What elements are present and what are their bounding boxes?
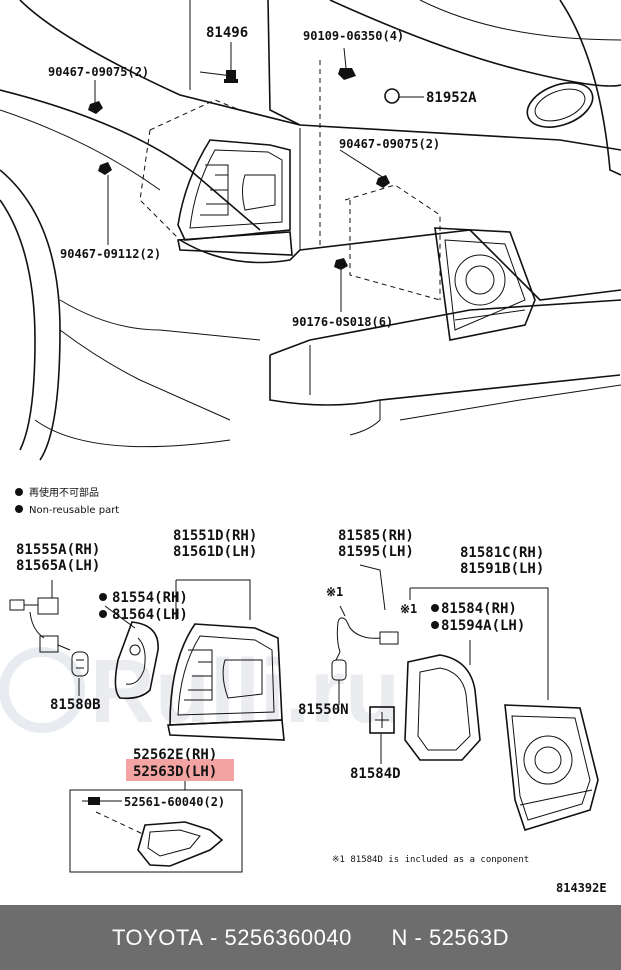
label-81496: 81496 xyxy=(206,25,248,41)
footer-separator: - xyxy=(203,924,225,950)
bolt-icon xyxy=(338,68,356,80)
svg-text:Rulli.ru: Rulli.ru xyxy=(90,642,400,742)
label-81561D: 81561D(LH) xyxy=(173,544,257,560)
label-90467-09075-b: 90467-09075(2) xyxy=(339,137,440,151)
vehicle-rear-illustration xyxy=(0,0,621,461)
parts-diagram: Rulli.ru xyxy=(0,0,621,895)
footer-part-number: 5256360040 xyxy=(224,924,352,950)
footer-brand: TOYOTA xyxy=(111,924,204,950)
footer-n-label: N xyxy=(391,924,408,950)
nut-icon xyxy=(376,175,390,188)
label-81584: 81584(RH) xyxy=(441,601,517,617)
label-81585: 81585(RH) xyxy=(338,528,414,544)
diagram-id: 814392E xyxy=(556,881,607,895)
nut-icon xyxy=(334,258,348,270)
label-81952A: 81952A xyxy=(426,90,477,106)
target-part-highlight xyxy=(126,759,234,781)
footer-n-value: 52563D xyxy=(428,924,510,950)
label-81584D: 81584D xyxy=(350,766,401,782)
label-81591B: 81591B(LH) xyxy=(460,561,544,577)
label-52563D: 52563D(LH) xyxy=(133,764,217,780)
label-81594A: 81594A(LH) xyxy=(441,618,525,634)
legend-jp: 再使用不可部品 xyxy=(29,486,99,499)
label-note-mark-a: ※1 xyxy=(326,585,343,599)
exploded-parts xyxy=(9,564,599,873)
label-90467-09075-a: 90467-09075(2) xyxy=(48,65,149,79)
label-81551D: 81551D(RH) xyxy=(173,528,257,544)
nut-icon xyxy=(98,162,112,175)
label-81564: 81564(LH) xyxy=(112,607,188,623)
legend-en: Non-reusable part xyxy=(29,505,119,516)
label-90109-06350: 90109-06350(4) xyxy=(303,29,404,43)
label-81581C: 81581C(RH) xyxy=(460,545,544,561)
legend: 再使用不可部品 Non-reusable part xyxy=(15,486,119,516)
label-81550N: 81550N xyxy=(298,702,349,718)
footer-gap xyxy=(352,925,392,951)
label-52561-60040: 52561-60040(2) xyxy=(124,795,225,809)
footer-separator: - xyxy=(407,924,429,950)
plug-icon xyxy=(384,88,400,104)
part-number-footer: TOYOTA - 5256360040 N - 52563D xyxy=(0,905,621,970)
label-81565A: 81565A(LH) xyxy=(16,558,100,574)
watermark-logo: Rulli.ru xyxy=(0,642,400,742)
label-81580B: 81580B xyxy=(50,697,101,713)
label-90176-0S018: 90176-0S018(6) xyxy=(292,315,393,329)
clip-icon xyxy=(224,70,238,83)
footnote: ※1 81584D is included as a conponent xyxy=(332,855,529,865)
label-81555A: 81555A(RH) xyxy=(16,542,100,558)
label-81595: 81595(LH) xyxy=(338,544,414,560)
non-reusable-marker xyxy=(99,593,107,601)
label-90467-09112: 90467-09112(2) xyxy=(60,247,161,261)
non-reusable-marker xyxy=(99,610,107,618)
non-reusable-marker xyxy=(431,621,439,629)
non-reusable-marker xyxy=(431,604,439,612)
label-note-mark-b: ※1 xyxy=(400,602,417,616)
nut-icon xyxy=(88,101,103,114)
label-52562E: 52562E(RH) xyxy=(133,747,217,763)
label-81554: 81554(RH) xyxy=(112,590,188,606)
